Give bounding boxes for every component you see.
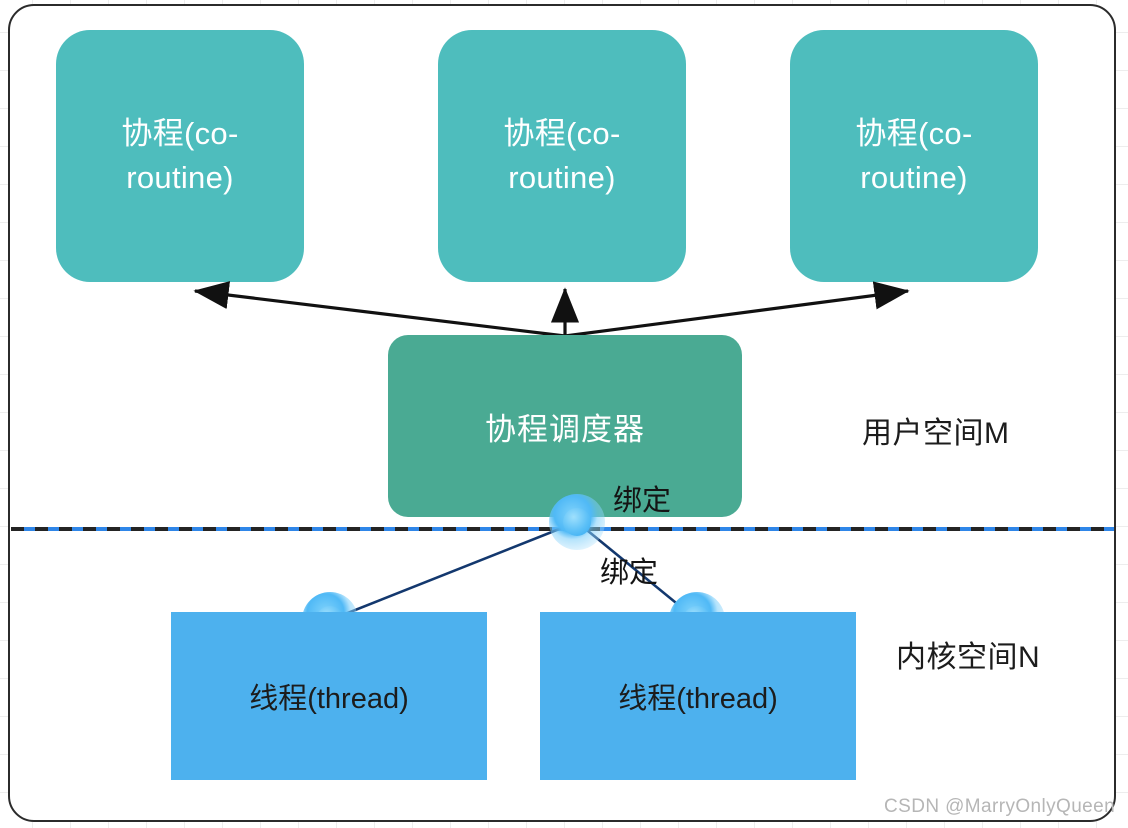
kernel-space-label: 内核空间N (896, 641, 1041, 674)
user-space-label: 用户空间M (862, 417, 1010, 450)
watermark: CSDN @MarryOnlyQueen (884, 796, 1116, 817)
binding-label: 绑定 (600, 557, 659, 589)
thread-box[interactable]: 线程(thread) (540, 612, 856, 780)
scheduler-label: 协程调度器 (485, 411, 645, 447)
coroutine-label: 协程(co-routine) (503, 115, 621, 195)
thread-label: 线程(thread) (618, 683, 778, 715)
coroutine-label: 协程(co-routine) (855, 115, 973, 195)
coroutine-box[interactable]: 协程(co-routine) (56, 30, 304, 282)
coroutine-label: 协程(co-routine) (121, 115, 239, 195)
coroutine-box[interactable]: 协程(co-routine) (438, 30, 686, 282)
binding-label: 绑定 (613, 485, 672, 517)
scheduler-box[interactable]: 协程调度器 (388, 335, 742, 517)
binding-node-icon[interactable] (549, 494, 605, 550)
thread-box[interactable]: 线程(thread) (171, 612, 487, 780)
coroutine-box[interactable]: 协程(co-routine) (790, 30, 1038, 282)
thread-label: 线程(thread) (249, 683, 409, 715)
